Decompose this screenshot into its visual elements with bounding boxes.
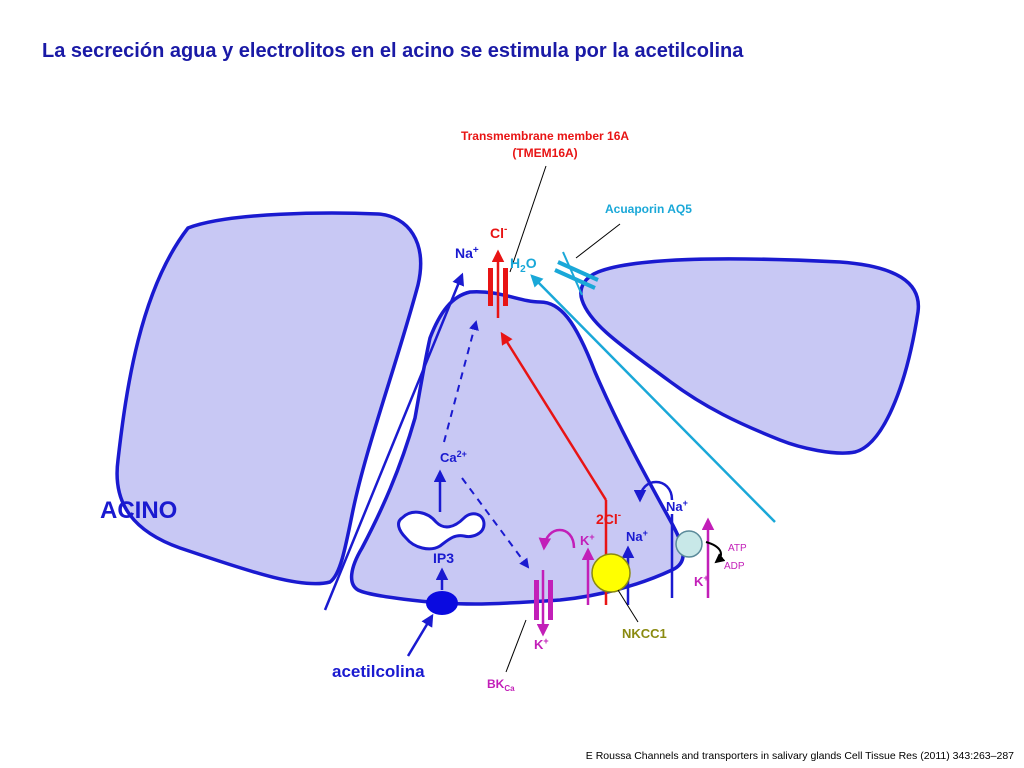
adp-label: ADP [724,561,745,572]
acetylcholine-label: acetilcolina [332,662,425,681]
nkcc1-pointer-line [617,589,639,623]
endoplasmic-reticulum-icon [397,510,486,551]
two-chloride-label: 2Cl- [596,510,621,527]
sodium-paracellular-label: Na+ [455,245,479,261]
water-label: H2O [510,255,537,275]
potassium-pump-label: K+ [694,573,709,589]
sodium-pump-label: Na+ [666,498,688,514]
chloride-label: Cl- [490,224,507,241]
right-acinar-cell [579,257,921,455]
bkca-label: BKCa [487,677,515,693]
water-flow-arrow [530,274,776,523]
atp-hydrolysis-arrow [705,541,726,564]
tmem16a-channel-icon [488,249,508,318]
acetylcholine-arrow [406,613,434,657]
sodium-nkcc-label: Na+ [626,528,648,544]
aquaporin-pointer-line [575,223,621,259]
acino-label: ACINO [100,497,177,524]
calcium-to-bkca-dashed-arrow [461,477,530,569]
bkca-channel-icon [534,570,553,637]
na-k-atpase-pump-icon [670,514,715,598]
atp-label: ATP [728,543,747,554]
bkca-pointer-line [505,619,527,673]
chloride-transport-arrow [500,331,608,501]
ip3-label: IP3 [433,550,454,566]
tmem16a-pointer-line [509,165,547,273]
slide-title: La secreción agua y electrolitos en el a… [42,40,744,62]
calcium-label: Ca2+ [440,449,467,465]
citation-footer: E Roussa Channels and transporters in sa… [585,750,1014,762]
acetylcholine-receptor-icon [426,591,458,615]
potassium-bkca-label: K+ [534,636,549,652]
left-acinar-cell [115,211,423,586]
potassium-upper-label: K+ [580,532,595,548]
aquaporin-label: Acuaporin AQ5 [605,202,692,216]
nkcc1-label: NKCC1 [622,626,667,641]
nkcc1-cotransporter-icon [581,500,635,605]
tmem16a-label-line1: Transmembrane member 16A [461,129,629,143]
tmem16a-label-line2: (TMEM16A) [512,146,577,160]
na-pump-curve-arrow [633,480,674,503]
aquaporin-channel-icon [554,251,599,296]
paracellular-na-arrow [323,272,464,611]
k-recycle-curve-arrow [538,528,576,551]
